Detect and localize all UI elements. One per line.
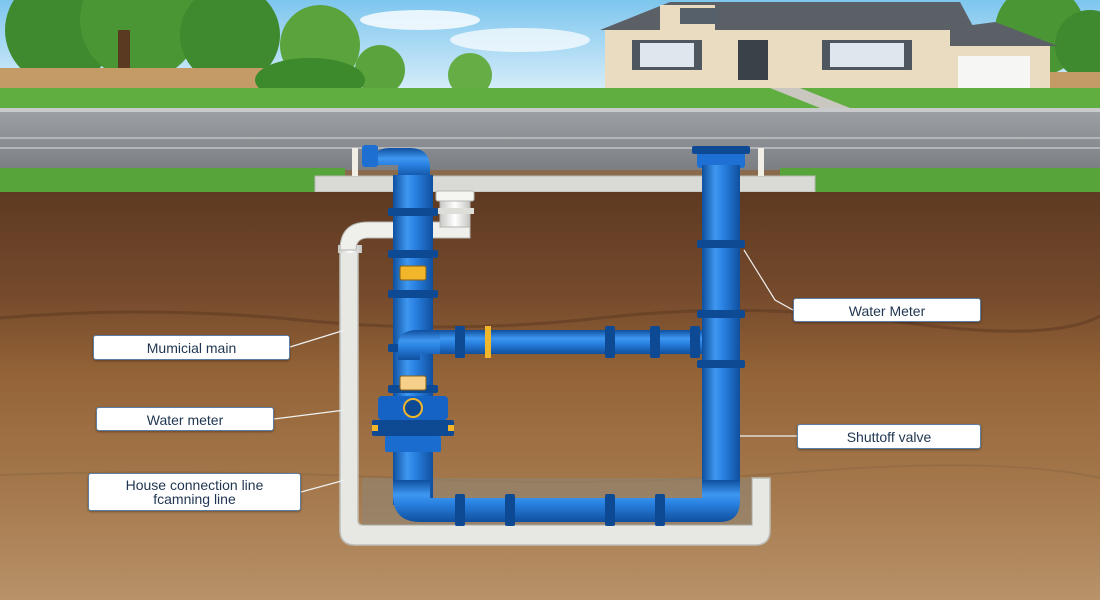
road-curb <box>0 108 1100 112</box>
leader-line-house <box>300 479 346 493</box>
bottom-pipe <box>393 480 740 526</box>
house-connection-sleeve <box>339 249 771 546</box>
valve-icon <box>399 265 427 281</box>
house-riser-pipe <box>692 146 750 495</box>
leader-line-meter-right <box>743 249 794 311</box>
label-water-meter-left: Water meter <box>96 407 274 431</box>
cloud <box>450 28 590 52</box>
marker-post <box>758 148 764 176</box>
leader-line-municipal <box>289 329 346 348</box>
connecting-pipe <box>398 326 720 360</box>
house-icon <box>600 2 1058 88</box>
walkway <box>770 88 850 108</box>
soil-layer-boundary <box>0 308 1100 333</box>
leader-line-meter-left <box>273 409 346 420</box>
road-line <box>0 147 1100 149</box>
label-municipal-main: Mumicial main <box>93 335 290 360</box>
road-line <box>0 137 1100 139</box>
label-water-meter-right: Water Meter <box>793 298 981 322</box>
marker-post <box>352 148 358 176</box>
label-house-connection: House connection line fcamning line <box>88 473 301 511</box>
label-shutoff-valve: Shuttoff valve <box>797 424 981 449</box>
grass-strip-left <box>0 168 345 196</box>
valve-icon <box>399 375 427 391</box>
tree-icon <box>355 45 492 97</box>
grass-strip-right <box>780 168 1100 196</box>
cloud <box>360 10 480 30</box>
front-lawn <box>0 88 1100 108</box>
water-meter-icon <box>372 396 454 452</box>
